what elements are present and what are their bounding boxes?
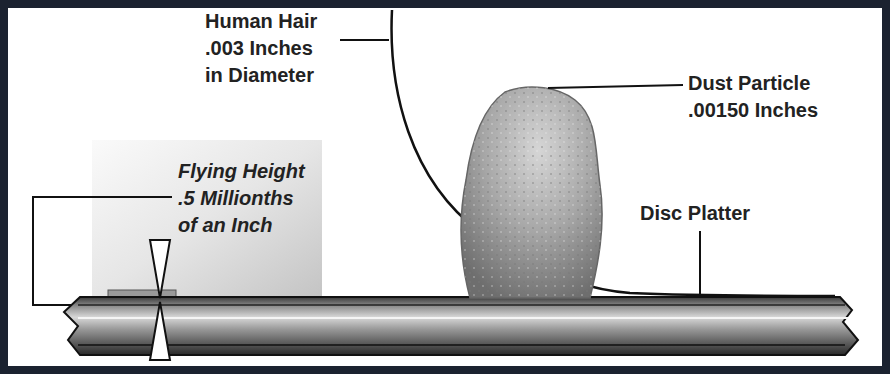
white-ground bbox=[8, 8, 882, 366]
platter-edge bbox=[78, 344, 845, 346]
gap-arrow bbox=[150, 240, 170, 298]
read-head bbox=[92, 140, 322, 297]
leader-line bbox=[548, 85, 683, 88]
disc-platter bbox=[64, 297, 858, 355]
callout-label: Disc Platter bbox=[640, 200, 750, 227]
leader-line bbox=[340, 39, 389, 41]
gap-arrow bbox=[150, 302, 170, 360]
human-hair bbox=[392, 10, 835, 296]
platter-highlight bbox=[78, 317, 848, 319]
dust-particle bbox=[461, 87, 602, 298]
callout-label: Human Hair .003 Inches in Diameter bbox=[205, 8, 335, 89]
bracket-line bbox=[33, 197, 172, 305]
callout-label: Flying Height .5 Millionths of an Inch bbox=[178, 158, 316, 239]
callout-label: Dust Particle .00150 Inches bbox=[688, 70, 848, 124]
leader-line bbox=[699, 231, 701, 298]
platter-edge bbox=[78, 304, 845, 306]
